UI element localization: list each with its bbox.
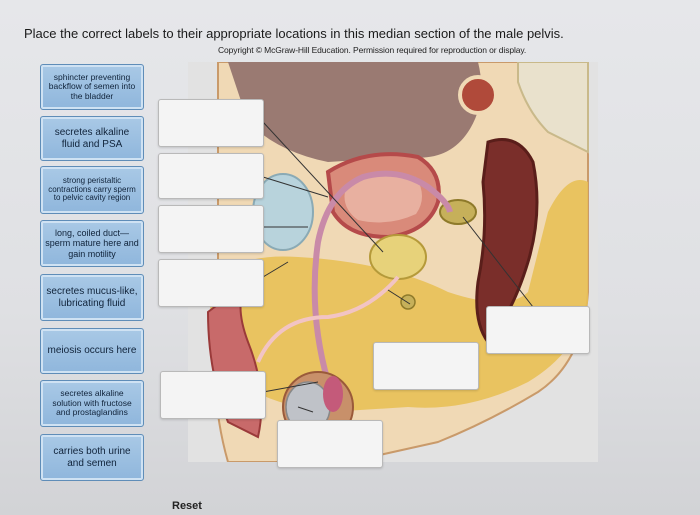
label-tile-meiosis[interactable]: meiosis occurs here	[40, 328, 144, 374]
drop-target-8[interactable]	[486, 306, 590, 354]
label-text: secretes alkaline solution with fructose…	[52, 388, 132, 418]
label-text: strong peristaltic contractions carry sp…	[48, 175, 136, 203]
label-tile-alkaline-psa[interactable]: secretes alkaline fluid and PSA	[40, 116, 144, 161]
abdominal-cavity	[228, 62, 482, 162]
drop-target-5[interactable]	[160, 371, 266, 419]
label-text: meiosis occurs here	[47, 345, 137, 357]
reset-button[interactable]: Reset	[172, 500, 202, 512]
drop-target-2[interactable]	[158, 153, 264, 199]
label-tile-fructose[interactable]: secretes alkaline solution with fructose…	[40, 380, 144, 427]
label-tile-mucus-fluid[interactable]: secretes mucus-like, lubricating fluid	[40, 274, 144, 321]
label-tile-coiled-duct[interactable]: long, coiled duct—sperm mature here and …	[40, 220, 144, 267]
leader-lines	[262, 121, 534, 413]
label-text: sphincter preventing backflow of semen i…	[48, 71, 136, 101]
urethra	[256, 275, 400, 363]
label-text: secretes alkaline fluid and PSA	[54, 127, 130, 150]
bulbourethral-gland	[400, 294, 416, 310]
instructions-text: Place the correct labels to their approp…	[24, 26, 564, 41]
label-tile-peristaltic[interactable]: strong peristaltic contractions carry sp…	[40, 166, 144, 214]
drop-target-6[interactable]	[277, 420, 383, 468]
label-text: carries both urine and semen	[53, 446, 131, 469]
label-text: long, coiled duct—sperm mature here and …	[45, 228, 139, 259]
prostate-gland	[369, 234, 427, 280]
label-tile-sphincter[interactable]: sphincter preventing backflow of semen i…	[40, 64, 144, 110]
drop-target-3[interactable]	[158, 205, 264, 253]
drop-target-7[interactable]	[373, 342, 479, 390]
copyright-notice: Copyright © McGraw-Hill Education. Permi…	[218, 45, 527, 55]
colon-section	[458, 75, 498, 115]
label-tile-urine-semen[interactable]: carries both urine and semen	[40, 434, 144, 481]
epididymis	[323, 376, 343, 412]
drop-target-4[interactable]	[158, 259, 264, 307]
ductus-deferens	[311, 170, 453, 383]
drop-target-1[interactable]	[158, 99, 264, 147]
sacrum	[517, 62, 589, 154]
label-text: secretes mucus-like, lubricating fluid	[46, 286, 138, 309]
bladder-lumen	[344, 173, 422, 223]
